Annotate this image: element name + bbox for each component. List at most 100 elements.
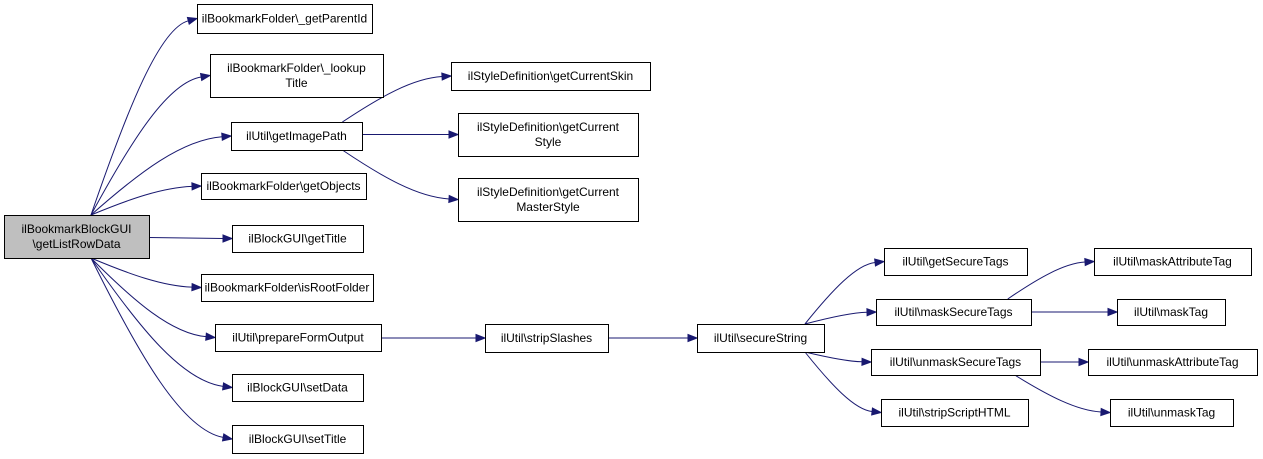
node-box <box>215 324 382 352</box>
edge-arrowhead <box>1084 257 1096 267</box>
edge-arrowhead <box>861 357 873 367</box>
node-label: ilUtil\unmaskAttributeTag <box>1106 355 1238 369</box>
node-set-data[interactable]: ilBlockGUI\setData <box>232 374 364 402</box>
node-label: ilUtil\maskAttributeTag <box>1113 255 1232 269</box>
edge-secure-string-to-get-secure-tags <box>804 258 886 325</box>
edge-arrowhead <box>221 132 233 141</box>
node-root[interactable]: ilBookmarkBlockGUI\getListRowData <box>4 215 150 259</box>
edge-line <box>90 76 202 216</box>
edge-arrowhead <box>205 332 217 341</box>
node-secure-string[interactable]: ilUtil\secureString <box>697 324 825 353</box>
edge-get-image-path-to-get-current-skin <box>342 72 453 123</box>
node-box <box>876 299 1032 326</box>
node-get-title[interactable]: ilBlockGUI\getTitle <box>232 225 364 253</box>
edge-arrowhead <box>441 72 453 81</box>
node-label: Title <box>285 76 308 90</box>
node-get-objects[interactable]: ilBookmarkFolder\getObjects <box>201 173 367 200</box>
node-box <box>881 399 1029 427</box>
edge-arrowhead <box>1100 407 1112 417</box>
node-label: ilStyleDefinition\getCurrentSkin <box>468 69 633 83</box>
edge-line <box>804 311 868 325</box>
node-box <box>451 62 651 91</box>
node-box <box>231 122 363 151</box>
node-box <box>1117 299 1226 326</box>
node-is-root-folder[interactable]: ilBookmarkFolder\isRootFolder <box>201 274 374 302</box>
node-label: ilUtil\unmaskTag <box>1128 406 1215 420</box>
edge-arrowhead <box>448 130 460 139</box>
node-box <box>1094 248 1252 276</box>
edge-unmask-secure-tags-to-unmask-tag <box>1014 374 1112 417</box>
edge-root-to-set-data <box>90 257 234 391</box>
node-box <box>210 54 384 98</box>
node-box <box>884 248 1028 276</box>
node-set-title[interactable]: ilBlockGUI\setTitle <box>232 425 364 454</box>
edge-line <box>90 257 207 338</box>
node-mask-tag[interactable]: ilUtil\maskTag <box>1117 299 1226 326</box>
node-strip-slashes[interactable]: ilUtil\stripSlashes <box>485 324 609 353</box>
node-label: ilBookmarkFolder\isRootFolder <box>205 281 370 295</box>
edge-line <box>90 136 223 216</box>
edge-arrowhead <box>186 16 199 26</box>
node-label: ilBlockGUI\setTitle <box>249 432 347 446</box>
node-box <box>458 178 639 222</box>
edge-root-to-lookup-title <box>90 72 212 216</box>
edge-prepare-form-output-to-strip-slashes <box>380 333 487 343</box>
node-box <box>1088 349 1258 376</box>
edge-line <box>804 351 873 412</box>
edge-line <box>90 257 224 438</box>
node-label: ilUtil\getImagePath <box>246 129 347 143</box>
edge-arrowhead <box>191 182 203 191</box>
edge-line <box>1014 374 1102 413</box>
edge-root-to-set-title <box>90 257 234 442</box>
node-box <box>201 173 367 200</box>
node-strip-script-html[interactable]: ilUtil\stripScriptHTML <box>881 399 1029 427</box>
edge-arrowhead <box>191 282 203 292</box>
edge-line <box>90 257 224 387</box>
node-get-parent-id[interactable]: ilBookmarkFolder\_getParentId <box>197 4 373 34</box>
edge-mask-secure-tags-to-mask-tag <box>1030 307 1119 317</box>
edge-arrowhead <box>874 258 886 267</box>
edge-root-to-get-objects <box>90 182 203 216</box>
node-box <box>1110 399 1234 427</box>
node-label: ilStyleDefinition\getCurrent <box>477 120 620 134</box>
node-box <box>871 349 1041 376</box>
node-box <box>697 324 825 353</box>
node-get-secure-tags[interactable]: ilUtil\getSecureTags <box>884 248 1028 276</box>
edge-get-image-path-to-get-current-style <box>362 130 460 139</box>
edge-line <box>342 76 443 123</box>
edge-layer <box>90 16 1119 442</box>
edge-line <box>90 20 189 216</box>
node-box <box>458 113 639 157</box>
node-label: ilBlockGUI\getTitle <box>248 232 347 246</box>
node-box <box>232 225 364 253</box>
node-label: ilBookmarkBlockGUI <box>21 222 131 236</box>
edge-arrowhead <box>866 307 878 317</box>
node-unmask-secure-tags[interactable]: ilUtil\unmaskSecureTags <box>871 349 1041 376</box>
node-label: ilUtil\getSecureTags <box>902 255 1008 269</box>
edge-mask-secure-tags-to-mask-attribute-tag <box>1007 257 1096 300</box>
edge-secure-string-to-strip-script-html <box>804 351 883 416</box>
edge-arrowhead <box>871 407 883 416</box>
edge-strip-slashes-to-secure-string <box>607 333 699 343</box>
node-get-image-path[interactable]: ilUtil\getImagePath <box>231 122 363 151</box>
node-prepare-form-output[interactable]: ilUtil\prepareFormOutput <box>215 324 382 352</box>
node-label: ilUtil\stripSlashes <box>501 331 592 345</box>
edge-line <box>90 185 193 216</box>
node-get-current-skin[interactable]: ilStyleDefinition\getCurrentSkin <box>451 62 651 91</box>
node-box <box>197 4 373 34</box>
node-mask-attribute-tag[interactable]: ilUtil\maskAttributeTag <box>1094 248 1252 276</box>
node-box <box>232 425 364 454</box>
node-label: MasterStyle <box>516 200 580 214</box>
edge-arrowhead <box>1078 357 1090 367</box>
node-mask-secure-tags[interactable]: ilUtil\maskSecureTags <box>876 299 1032 326</box>
edge-arrowhead <box>222 382 234 391</box>
edge-line <box>804 262 876 325</box>
node-label: ilStyleDefinition\getCurrent <box>477 185 620 199</box>
node-unmask-attribute-tag[interactable]: ilUtil\unmaskAttributeTag <box>1088 349 1258 376</box>
edge-get-image-path-to-get-current-master-style <box>342 149 460 204</box>
node-unmask-tag[interactable]: ilUtil\unmaskTag <box>1110 399 1234 427</box>
